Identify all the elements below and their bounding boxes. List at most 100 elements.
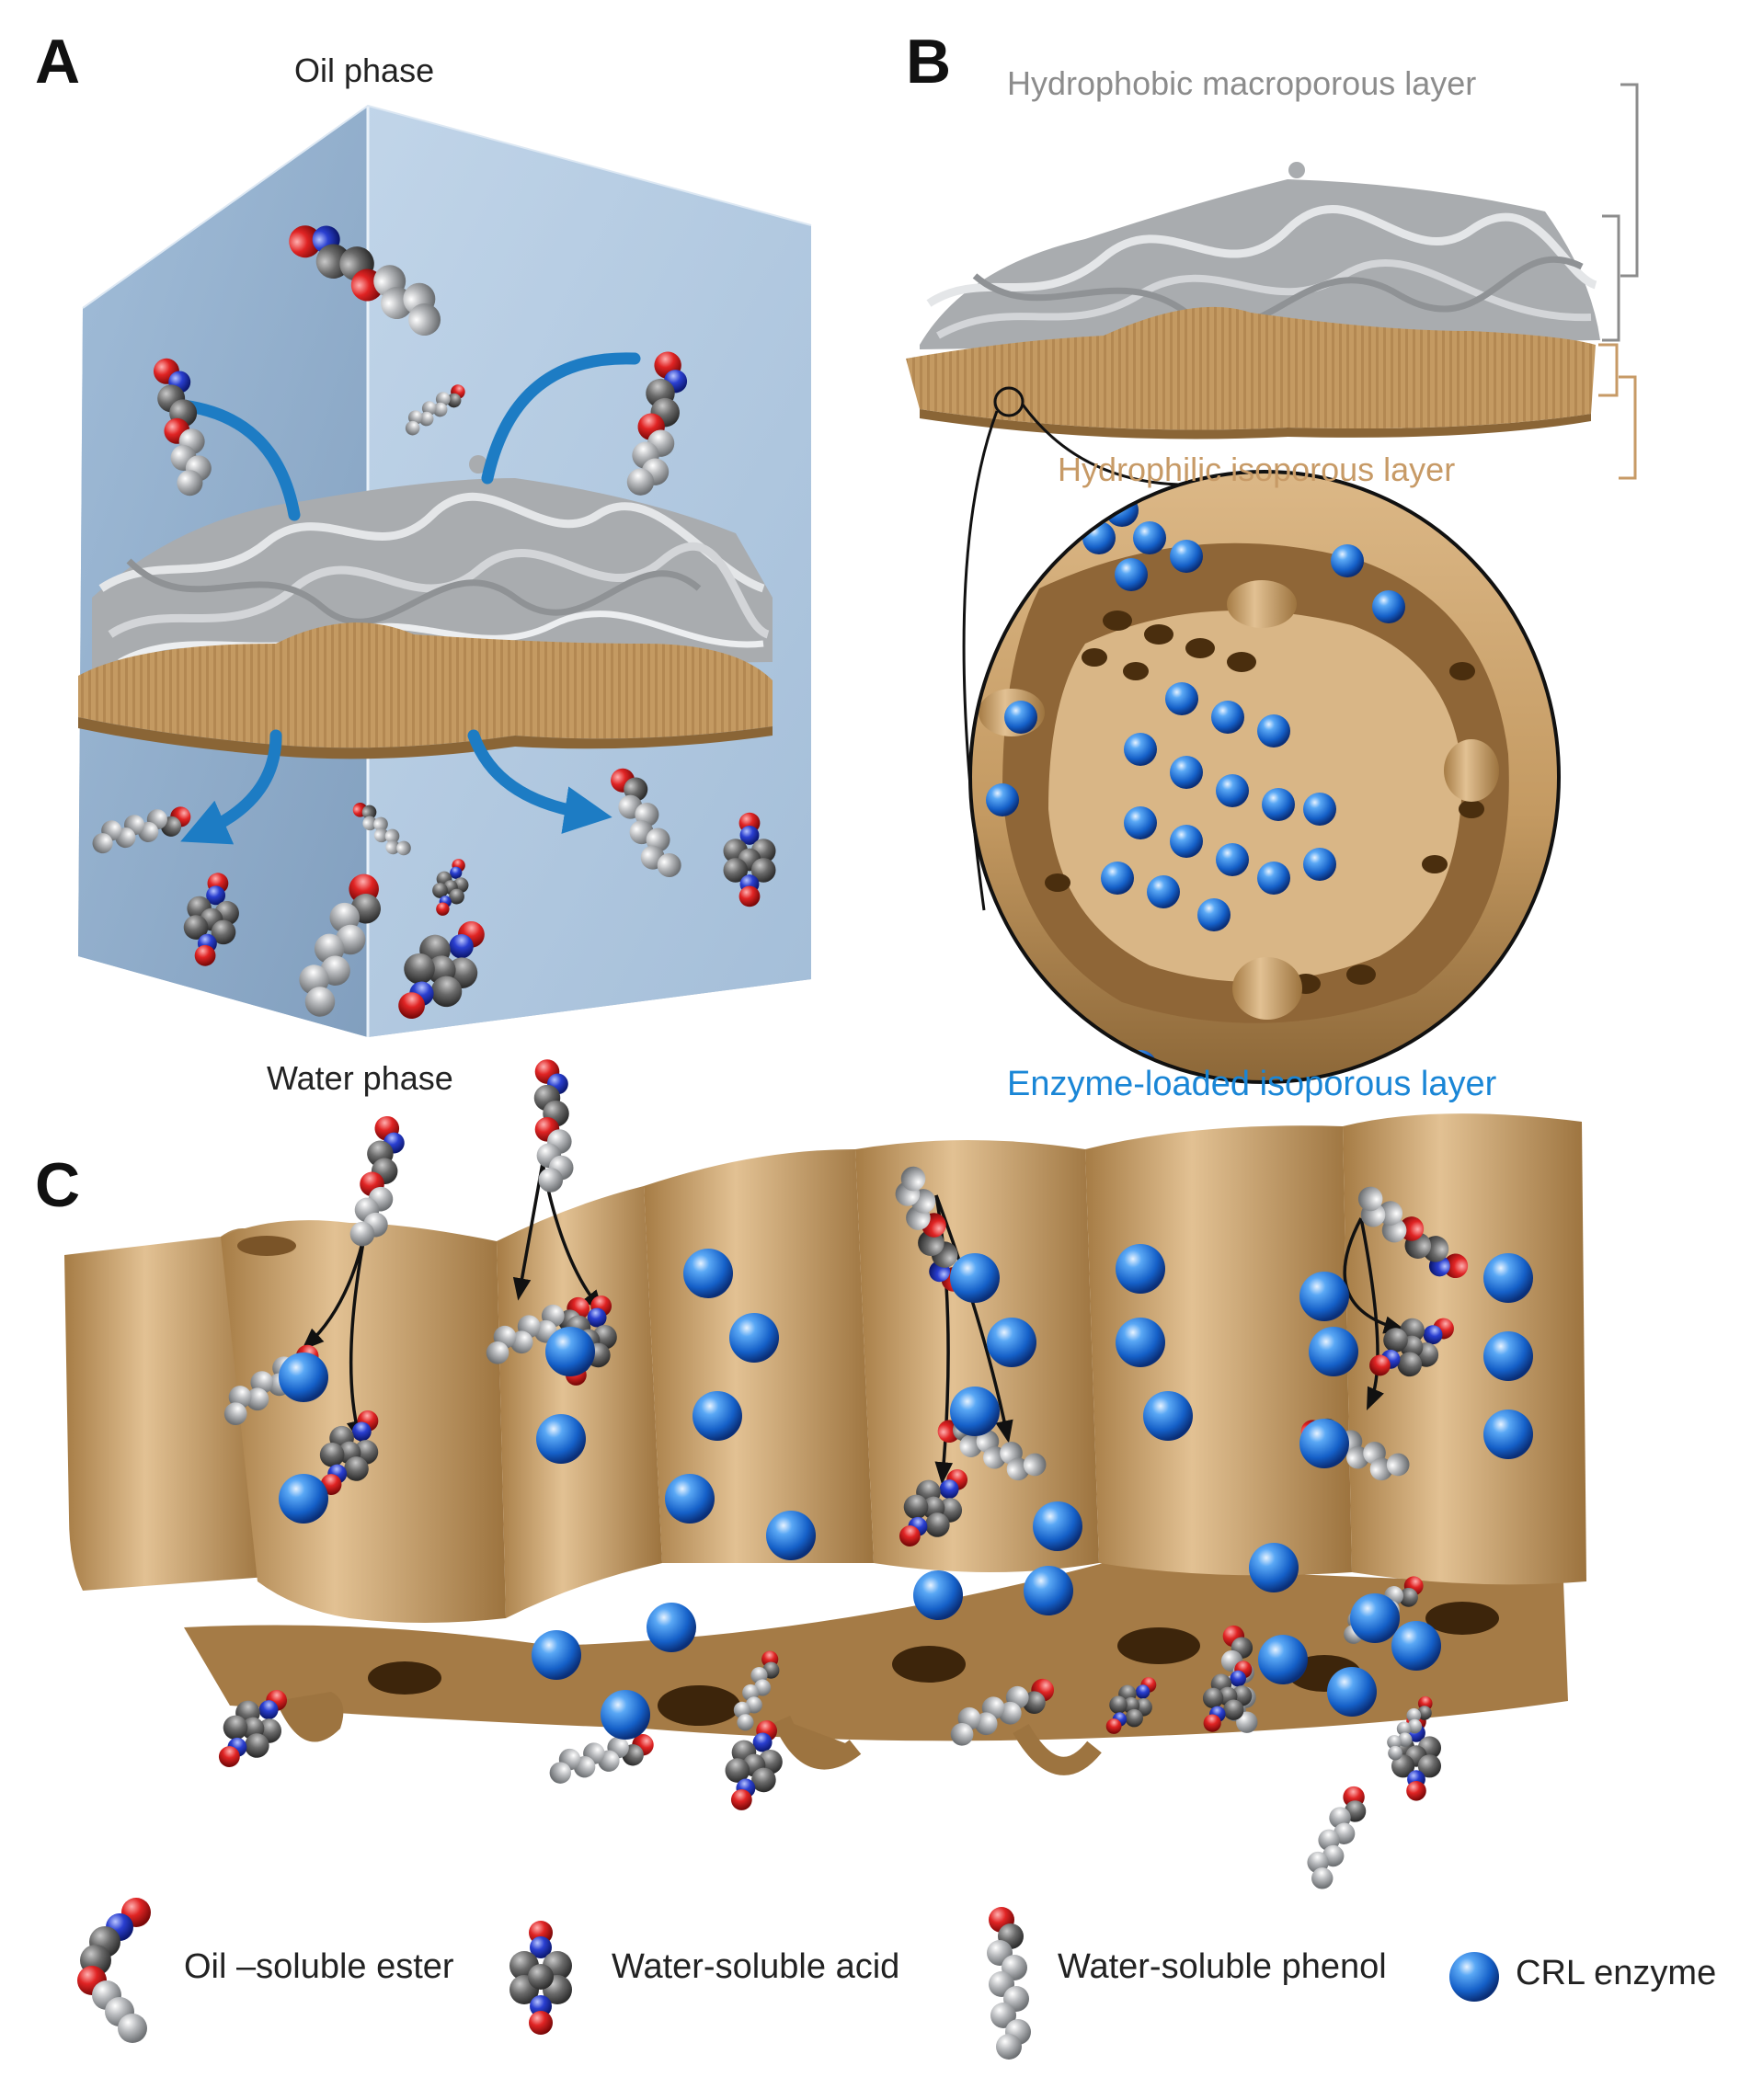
- macroporous-layer-a: [92, 455, 773, 671]
- macroporous-bracket: [1602, 83, 1639, 342]
- ester-molecule: [895, 1166, 967, 1292]
- enzyme-sphere: [1372, 590, 1405, 623]
- water-phase-label: Water phase: [267, 1059, 453, 1097]
- isoporous-bracket: [1598, 343, 1637, 480]
- ester-molecule-icon: [77, 1898, 151, 2043]
- acid-molecule: [183, 873, 239, 966]
- enzyme-sphere: [913, 1570, 963, 1620]
- enzyme-sphere: [536, 1414, 586, 1464]
- panel-c-letter: C: [35, 1150, 81, 1220]
- panel-b: [906, 83, 1639, 1084]
- enzyme-sphere: [1124, 806, 1157, 839]
- enzyme-sphere: [1211, 701, 1244, 734]
- enzyme-sphere: [1133, 521, 1166, 554]
- enzyme-sphere: [1257, 714, 1290, 748]
- enzyme-sphere: [950, 1387, 1000, 1436]
- enzyme-sphere: [665, 1474, 715, 1524]
- acid-molecule: [319, 1410, 379, 1495]
- phenol-molecule: [1307, 1786, 1367, 1889]
- enzyme-sphere: [601, 1690, 650, 1740]
- acid-molecule: [218, 1690, 288, 1767]
- ester-molecule: [533, 1059, 574, 1193]
- ester-molecule: [626, 351, 688, 496]
- legend-enzyme-label: CRL enzyme: [1516, 1954, 1717, 1992]
- enzyme-sphere: [1327, 1667, 1377, 1717]
- ester-molecule: [1357, 1186, 1469, 1279]
- ester-molecule: [153, 358, 212, 496]
- phenol-molecule: [486, 1296, 590, 1364]
- enzyme-sphere: [1249, 1543, 1299, 1592]
- oil-ester-molecule: [289, 225, 441, 337]
- enzyme-sphere: [1116, 1318, 1165, 1367]
- phenol-molecule: [405, 384, 465, 436]
- legend-acid-label: Water-soluble acid: [612, 1947, 900, 1986]
- acid-molecule: [1369, 1318, 1454, 1377]
- enzyme-sphere: [1115, 558, 1148, 591]
- ester-molecule: [349, 1115, 405, 1247]
- acid-molecule: [725, 1720, 783, 1810]
- enzyme-sphere-icon: [1449, 1952, 1499, 2002]
- isoporous-layer-label: Hydrophilic isoporous layer: [1058, 451, 1456, 488]
- enzyme-sphere: [1391, 1621, 1441, 1671]
- legend-ester-label: Oil –soluble ester: [184, 1947, 454, 1986]
- panel-a-letter: A: [35, 27, 81, 97]
- enzyme-sphere: [1004, 701, 1037, 734]
- phenol-molecule: [92, 806, 191, 854]
- enzyme-sphere: [1033, 1501, 1082, 1551]
- enzyme-sphere: [1101, 862, 1134, 895]
- legend-icons: [77, 1898, 1499, 2060]
- enzyme-sphere: [279, 1352, 328, 1402]
- phenol-molecule: [611, 768, 681, 878]
- acid-molecule: [899, 1469, 968, 1546]
- transport-arrows-a: [168, 352, 641, 845]
- acid-molecule: [398, 920, 485, 1020]
- macroporous-layer-b: [920, 162, 1600, 349]
- panel-b-letter: B: [906, 27, 952, 97]
- enzyme-sphere: [1299, 1419, 1349, 1468]
- enzyme-loaded-caption: Enzyme-loaded isoporous layer: [1007, 1065, 1497, 1103]
- enzyme-sphere: [1170, 540, 1203, 573]
- enzyme-sphere: [950, 1253, 1000, 1303]
- enzyme-sphere: [1170, 825, 1203, 858]
- enzyme-sphere: [1216, 843, 1249, 876]
- legend-phenol-label: Water-soluble phenol: [1058, 1947, 1387, 1986]
- enzyme-sphere: [986, 783, 1019, 816]
- enzyme-sphere: [1303, 848, 1336, 881]
- enzyme-sphere: [1147, 875, 1180, 908]
- zoom-circle: [968, 470, 1561, 1084]
- enzyme-sphere: [1258, 1635, 1308, 1684]
- acid-molecule-icon: [509, 1921, 572, 2035]
- enzyme-sphere: [1143, 1391, 1193, 1441]
- enzyme-sphere: [1116, 1244, 1165, 1294]
- phenol-molecule: [549, 1734, 654, 1784]
- enzyme-sphere: [1124, 733, 1157, 766]
- panel-a: [78, 104, 812, 1037]
- enzyme-sphere: [1331, 544, 1364, 577]
- enzyme-sphere: [1257, 862, 1290, 895]
- enzyme-sphere: [766, 1511, 816, 1560]
- enzyme-sphere: [279, 1474, 328, 1524]
- enzyme-sphere: [1170, 756, 1203, 789]
- enzyme-sphere: [683, 1249, 733, 1298]
- oil-phase-label: Oil phase: [294, 51, 435, 89]
- enzyme-sphere: [1024, 1566, 1073, 1615]
- enzyme-sphere: [987, 1318, 1036, 1367]
- enzyme-sphere: [1309, 1327, 1358, 1376]
- phenol-molecule: [950, 1678, 1055, 1746]
- enzyme-sphere: [1216, 774, 1249, 807]
- enzyme-sphere: [1483, 1331, 1533, 1381]
- acid-molecule: [432, 859, 469, 916]
- enzyme-sphere: [693, 1391, 742, 1441]
- enzyme-sphere: [1262, 788, 1295, 821]
- isoporous-layer-a: [78, 622, 773, 759]
- isoporous-layer-b: [906, 306, 1596, 439]
- phenol-molecule-icon: [987, 1907, 1031, 2060]
- phenol-molecule: [1387, 1695, 1433, 1761]
- enzyme-sphere: [1197, 898, 1231, 931]
- enzyme-sphere: [1303, 793, 1336, 826]
- zoom-pores: [1045, 611, 1484, 994]
- phenol-molecule: [299, 873, 381, 1017]
- enzyme-sphere: [1299, 1272, 1349, 1321]
- enzyme-sphere: [545, 1327, 595, 1376]
